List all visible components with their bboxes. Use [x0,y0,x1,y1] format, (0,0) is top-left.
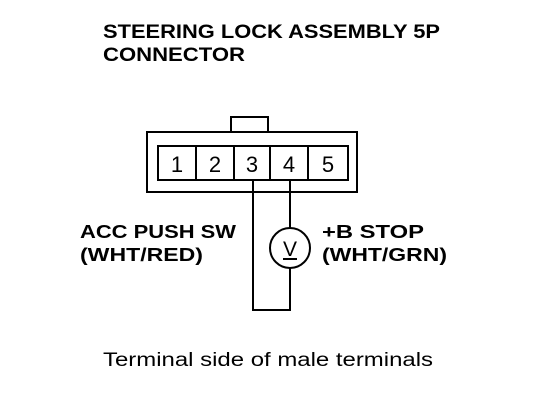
voltmeter-icon: V [269,227,311,269]
terminal-3-label: 3 [246,152,258,177]
title-line-1: STEERING LOCK ASSEMBLY 5P [103,22,440,43]
title-line-2: CONNECTOR [103,45,245,66]
terminal-2-label: 2 [209,152,221,177]
diagram-caption: Terminal side of male terminals [103,350,433,371]
left-label-line-1: ACC PUSH SW [80,222,236,242]
terminal-cell-5 [307,145,349,181]
right-label-line-2: (WHT/GRN) [322,245,447,265]
voltmeter-symbol: V [283,238,297,261]
test-wiring [252,180,291,311]
right-label-line-1: +B STOP [322,222,424,242]
terminal-4-label: 4 [283,152,295,177]
left-label-line-2: (WHT/RED) [80,245,203,265]
terminal-5-label: 5 [322,152,334,177]
connector-latch-tab [230,116,269,133]
voltmeter-body [269,227,311,269]
terminal-1-label: 1 [171,152,183,177]
